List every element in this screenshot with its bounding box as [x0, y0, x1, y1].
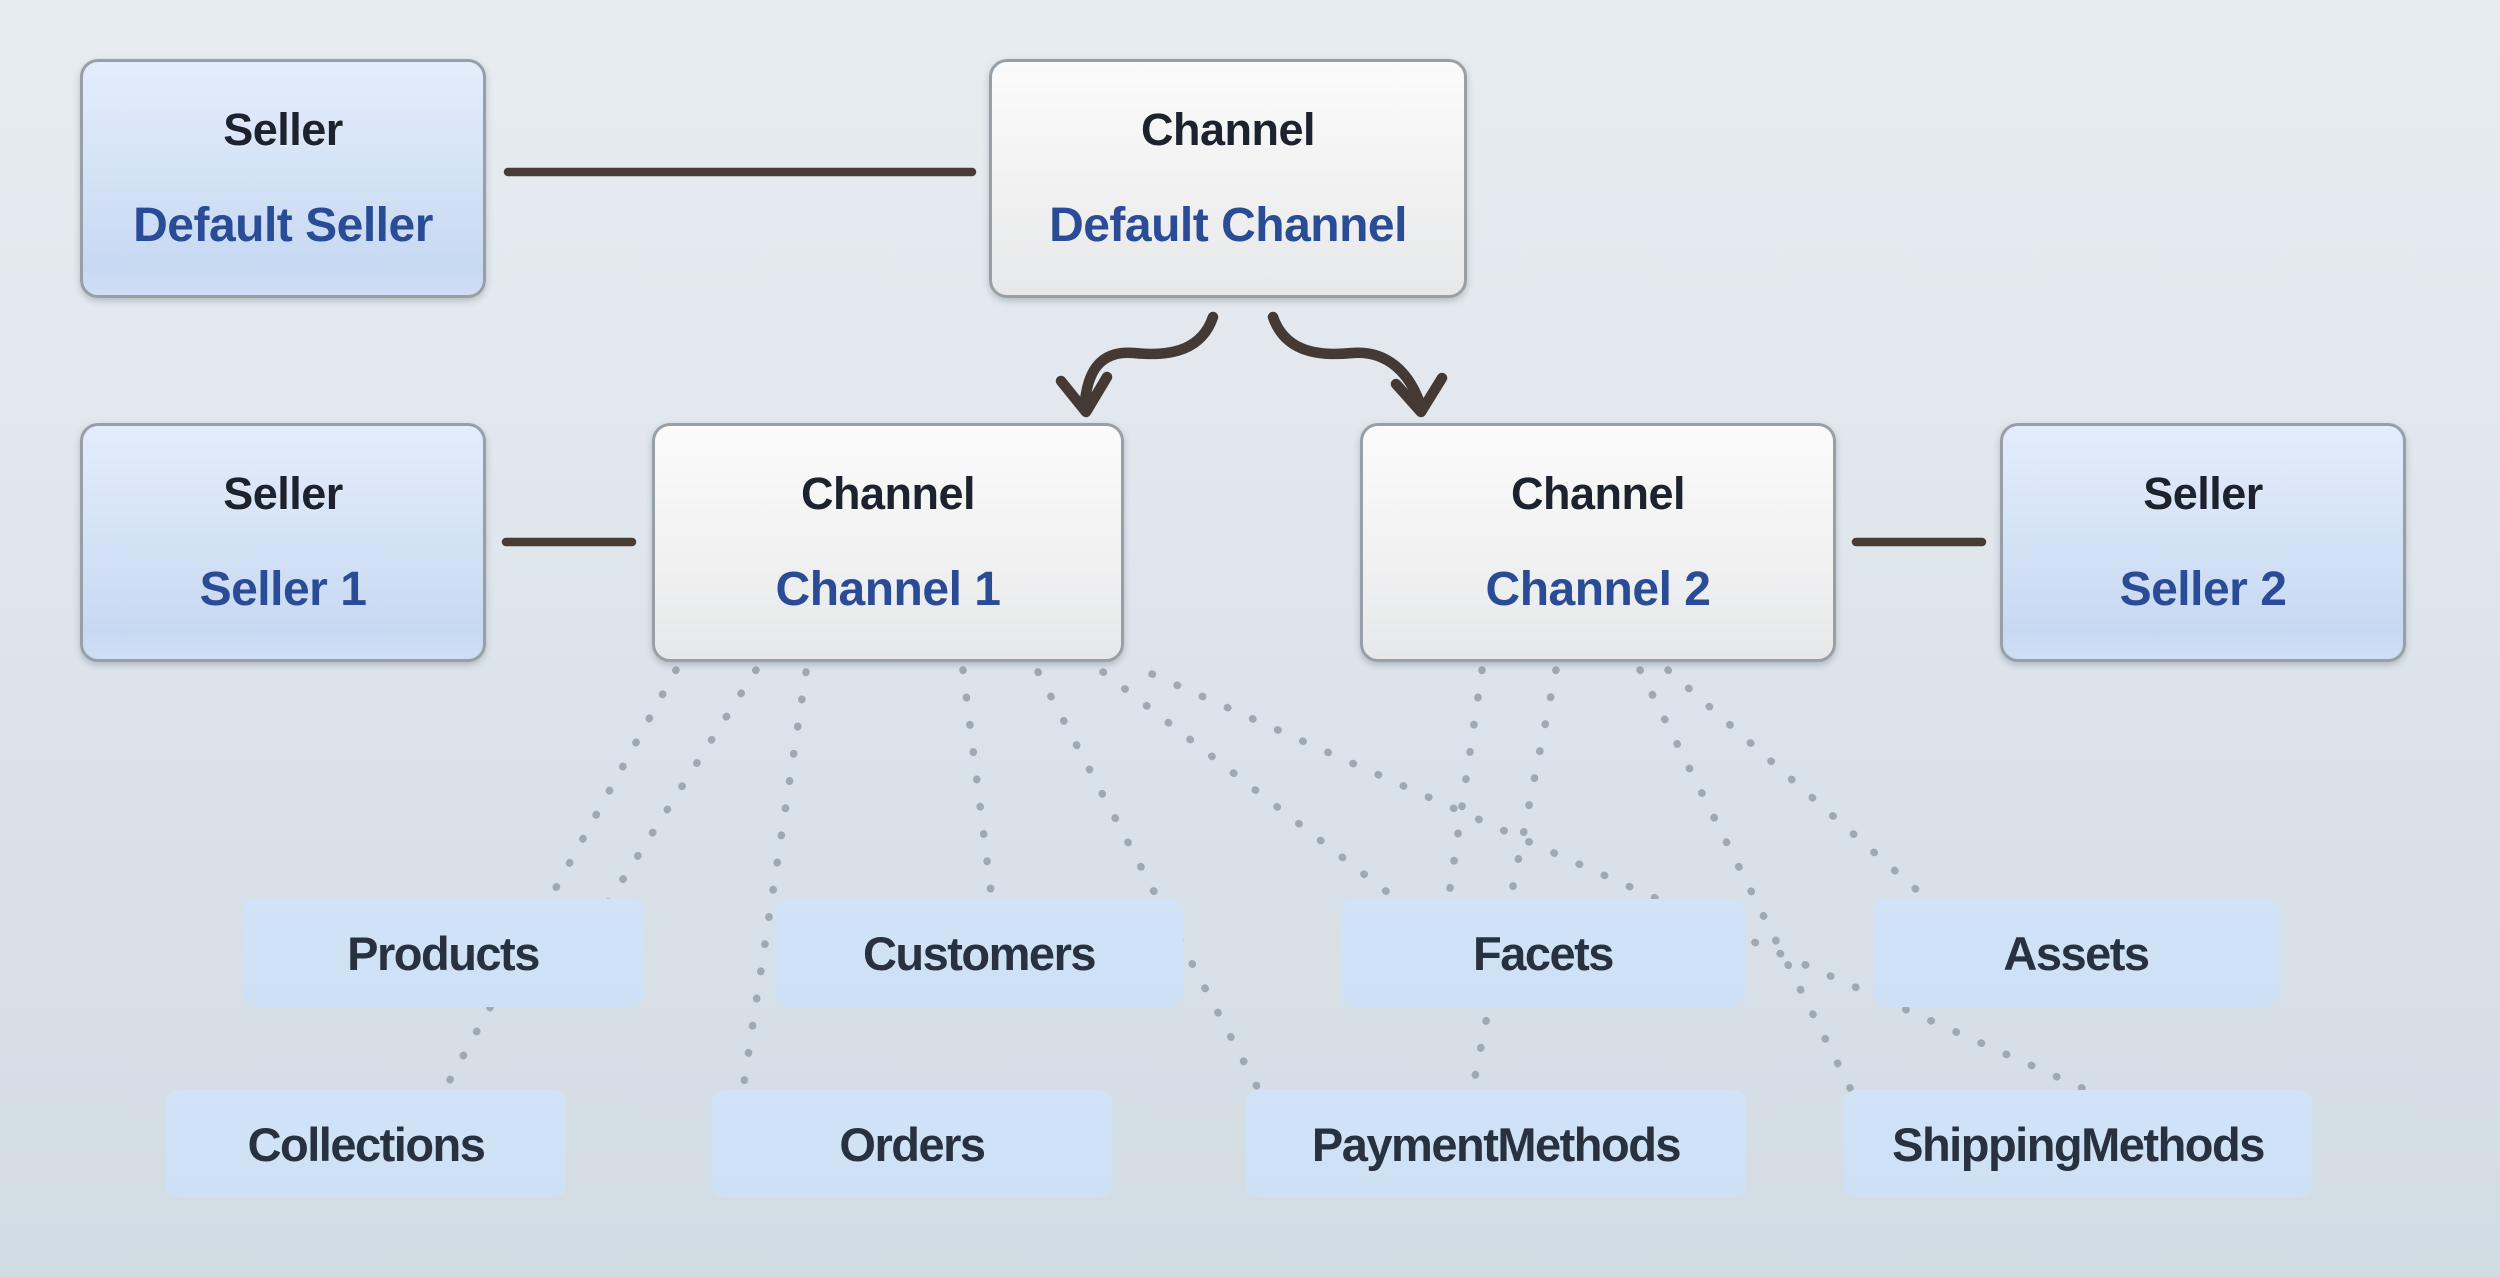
node-channel-2: Channel Channel 2	[1360, 423, 1836, 662]
dotted-links	[436, 666, 2104, 1102]
node-subtitle: Channel 2	[1485, 563, 1711, 616]
arrowhead-channel2	[1390, 372, 1448, 418]
node-title: Seller	[2143, 468, 2263, 519]
entity-shippingmethods: ShippingMethods	[1844, 1090, 2312, 1198]
node-title: Seller	[223, 468, 343, 519]
node-seller-2: Seller Seller 2	[2000, 423, 2406, 662]
entity-collections: Collections	[166, 1090, 566, 1198]
node-subtitle: Default Seller	[133, 199, 433, 252]
arrows	[1055, 311, 1448, 418]
arrowhead-channel1	[1055, 371, 1113, 418]
dotted-link-channel2-assets	[1664, 666, 1932, 904]
node-title: Channel	[800, 468, 976, 519]
dotted-link-channel2-facets	[1444, 666, 1486, 906]
node-subtitle: Seller 2	[2119, 563, 2287, 616]
dotted-link-channel1-orders	[738, 668, 810, 1100]
entity-orders: Orders	[712, 1090, 1112, 1198]
node-seller-1: Seller Seller 1	[80, 423, 486, 662]
node-channel-1: Channel Channel 1	[652, 423, 1124, 662]
entity-facets: Facets	[1341, 899, 1745, 1007]
entity-assets: Assets	[1873, 899, 2279, 1007]
arrow-defaultchannel-channel1	[1079, 311, 1219, 407]
dotted-link-channel1-products	[602, 666, 760, 910]
node-subtitle: Seller 1	[199, 563, 367, 616]
solid-links	[501, 167, 1987, 547]
dotted-link-channel1-facets	[1099, 668, 1404, 906]
node-title: Channel	[1510, 468, 1686, 519]
node-title: Channel	[1140, 104, 1316, 155]
node-title: Seller	[223, 104, 343, 155]
node-subtitle: Default Channel	[1049, 199, 1407, 252]
entity-customers: Customers	[775, 899, 1183, 1007]
node-subtitle: Channel 1	[775, 563, 1001, 616]
dotted-link-channel1-shippingmethods	[1148, 670, 2104, 1100]
entity-paymentmethods: PaymentMethods	[1246, 1090, 1746, 1198]
dotted-link-channel2-shippingmethods	[1636, 666, 1856, 1096]
dotted-link-channel1-paymentmethods	[1034, 668, 1266, 1100]
dotted-link-channel1-customers	[959, 666, 996, 904]
dotted-link-channel2-paymentmethods	[1468, 666, 1560, 1096]
node-default-channel: Channel Default Channel	[989, 59, 1467, 298]
arrow-defaultchannel-channel2	[1267, 311, 1425, 407]
dotted-link-channel1-collections	[436, 666, 680, 1102]
entity-products: Products	[243, 899, 643, 1007]
node-default-seller: Seller Default Seller	[80, 59, 486, 298]
